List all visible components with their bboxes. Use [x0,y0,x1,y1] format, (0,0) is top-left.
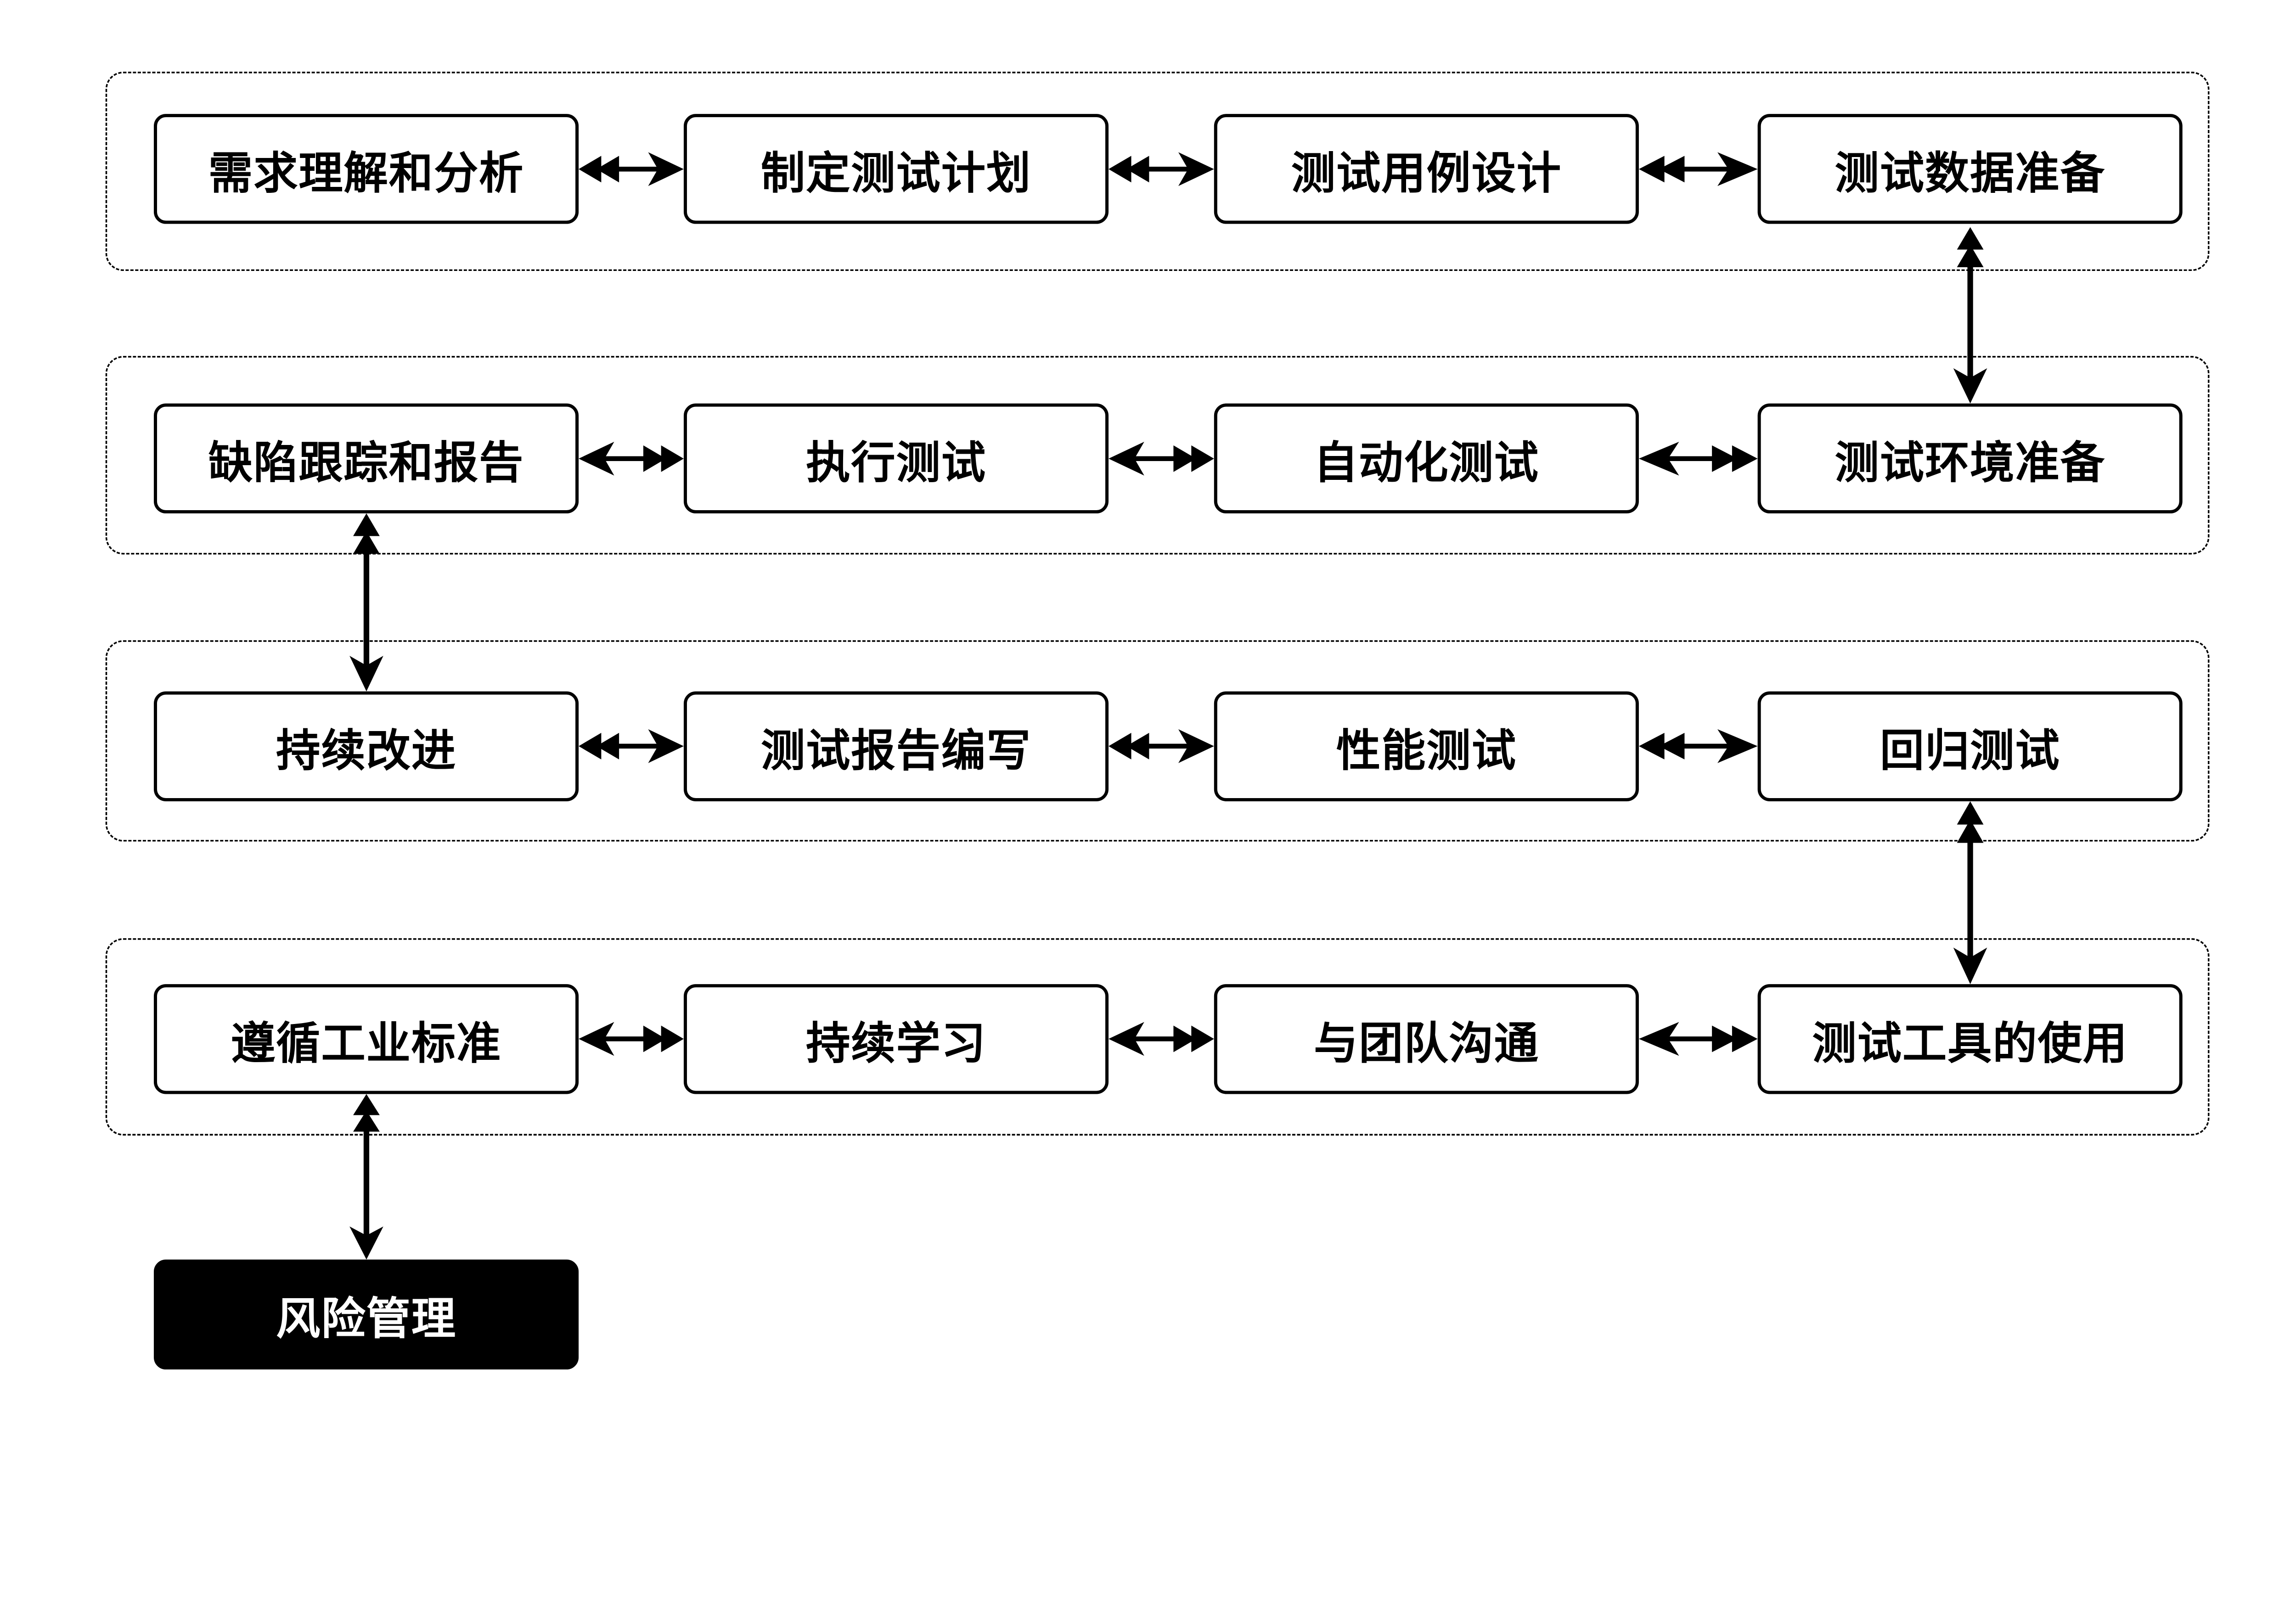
flowchart-canvas: 需求理解和分析 制定测试计划 测试用例设计 测试数据准备 缺陷跟踪和报告 执行测… [105,72,2210,1370]
bidirectional-arrow-icon [1109,1022,1214,1056]
bidirectional-arrow-vertical-icon [1953,227,1987,404]
flow-node-test-tool-usage: 测试工具的使用 [1757,984,2183,1094]
bidirectional-arrow-icon [1638,729,1758,763]
bidirectional-arrow-vertical-icon [1953,801,1987,985]
flow-node-team-communication: 与团队沟通 [1214,984,1639,1094]
flow-node-test-execution: 执行测试 [683,403,1109,514]
flow-node-automation-testing: 自动化测试 [1214,403,1639,514]
bidirectional-arrow-icon [1638,152,1758,186]
flow-node-requirements-analysis: 需求理解和分析 [153,114,579,224]
flow-node-test-data-preparation: 测试数据准备 [1757,114,2183,224]
flow-node-test-planning: 制定测试计划 [683,114,1109,224]
flow-node-continuous-learning: 持续学习 [683,984,1109,1094]
flow-node-test-env-preparation: 测试环境准备 [1757,403,2183,514]
bidirectional-arrow-vertical-icon [349,1094,383,1260]
bidirectional-arrow-vertical-icon [349,513,383,692]
flow-node-defect-tracking-reporting: 缺陷跟踪和报告 [153,403,579,514]
bidirectional-arrow-icon [1109,441,1214,476]
bidirectional-arrow-icon [579,1022,684,1056]
bidirectional-arrow-icon [1109,152,1214,186]
flow-node-test-report-writing: 测试报告编写 [683,691,1109,802]
bidirectional-arrow-icon [1638,1022,1758,1056]
flow-node-industry-standards: 遵循工业标准 [153,984,579,1094]
bidirectional-arrow-icon [579,729,684,763]
bidirectional-arrow-icon [1109,729,1214,763]
flow-node-risk-management: 风险管理 [153,1259,579,1370]
bidirectional-arrow-icon [1638,441,1758,476]
flow-node-performance-testing: 性能测试 [1214,691,1639,802]
bidirectional-arrow-icon [579,441,684,476]
flow-node-test-case-design: 测试用例设计 [1214,114,1639,224]
flow-node-regression-testing: 回归测试 [1757,691,2183,802]
flow-node-continuous-improvement: 持续改进 [153,691,579,802]
bidirectional-arrow-icon [579,152,684,186]
